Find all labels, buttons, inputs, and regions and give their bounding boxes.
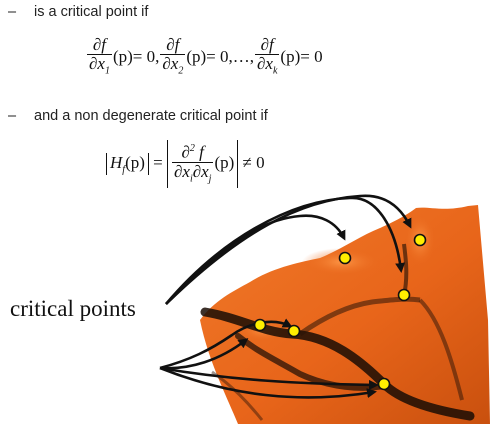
second-derivative-determinant: ∂2 f ∂xi∂xj (p) [166,140,239,189]
partial-fraction-1: ∂f ∂x1 [87,36,112,80]
bullet-dash: – [8,4,17,20]
critical-point-arrows [159,194,412,399]
critical-point-left [253,318,267,332]
critical-points-label: critical points [10,296,136,321]
critical-points [253,233,427,391]
bullet-text: is a critical point if [34,4,149,20]
critical-point-peak-center [338,251,352,265]
critical-point-equation: ∂f ∂x1 (p)= 0, ∂f ∂x2 (p)= 0,…, ∂f ∂xk (… [86,36,323,80]
critical-point-bottom [377,377,391,391]
bullet-text: and a non degenerate critical point if [34,108,268,124]
bullet-critical-point: – is a critical point if [8,3,148,21]
bullet-dash: – [8,108,17,124]
bullet-non-degenerate: – and a non degenerate critical point if [8,107,268,125]
arrow-to-bottom-point [159,366,379,390]
arrow-to-left-saddle [159,318,293,370]
critical-point-saddle-right [397,288,411,302]
hessian-determinant: Hf(p) [106,152,149,176]
partial-fraction-2: ∂f ∂x2 [160,36,186,80]
partial-fraction-k: ∂f ∂xk [255,36,280,80]
hessian-equation: Hf(p) = ∂2 f ∂xi∂xj (p) ≠ 0 [106,140,265,189]
arrow-to-peak-right [165,194,412,305]
critical-point-left-saddle [287,324,301,338]
critical-point-peak-right [413,233,427,247]
arrow-to-bottom-point-2 [159,366,377,399]
